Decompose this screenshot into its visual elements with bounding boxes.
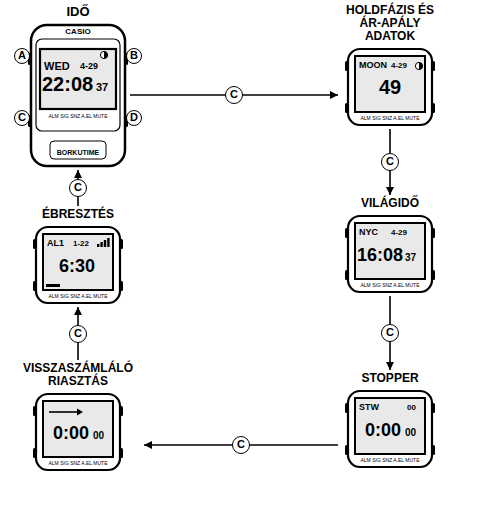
button-letter: C — [14, 110, 30, 126]
display-text: WED — [44, 61, 70, 72]
display-text: 0:00 — [365, 421, 401, 439]
button-label: C — [232, 436, 250, 454]
button-label: C — [69, 325, 87, 343]
mode-heading: IDŐ — [28, 4, 128, 19]
watch-mode: ÉBRESZTÉS AL1 1-22 6:30ALM SIG SNZ A.EL MUT… — [28, 208, 128, 305]
watch-mode: HOLDFÁZIS ÉS ÁR-APÁLY ADATOK MOON 4-29 49AL… — [340, 4, 440, 127]
display-text: 6:30 — [59, 257, 95, 275]
watch-case — [345, 391, 435, 467]
watch-mode: STOPPER STW 00 0:00 00ALM SIG SNZ A.EL MUTE — [340, 372, 440, 469]
display-text: STW — [359, 403, 379, 412]
display-text: ALM SIG SNZ A.EL MUTE — [345, 116, 435, 121]
watch-case — [345, 49, 435, 125]
button-letter: D — [126, 110, 142, 126]
display-text: 37 — [405, 253, 416, 263]
arrowhead — [74, 307, 82, 315]
display-text: ALM SIG SNZ A.EL MUTE — [33, 294, 123, 299]
display-text: 1-22 — [73, 240, 89, 248]
display-text: 16:08 — [357, 246, 403, 264]
display-text: 00 — [405, 428, 416, 438]
watch-case — [33, 394, 123, 470]
display-text: 49 — [345, 77, 435, 97]
watch-face: AL1 1-22 6:30ALM SIG SNZ A.EL MUTE — [33, 225, 123, 305]
arrowhead — [386, 362, 394, 370]
button-label: C — [69, 179, 87, 197]
alarm-bar — [46, 284, 60, 287]
watch-face: NYC 4-29 16:0837ALM SIG SNZ A.EL MUTE — [345, 214, 435, 294]
display-text: 22:08 — [42, 74, 93, 94]
button-label: C — [381, 153, 399, 171]
watch-mode: VISSZASZÁMLÁLÓ RIASZTÁS 0:00 00ALM SIG SNZ… — [14, 362, 142, 472]
arrowhead — [330, 91, 338, 99]
mode-heading: HOLDFÁZIS ÉS ÁR-APÁLY ADATOK — [340, 4, 440, 43]
arrowhead — [386, 187, 394, 195]
display-text: BORKUTIME — [28, 149, 128, 156]
button-letter: B — [126, 48, 142, 64]
display-text: 4-29 — [391, 62, 407, 70]
moon-icon — [100, 51, 107, 58]
button-label: C — [225, 86, 243, 104]
moon-icon — [415, 62, 422, 69]
arrowhead — [74, 170, 82, 178]
display-text: 00 — [93, 431, 104, 441]
display-text: 00 — [407, 404, 416, 412]
display-text: 4-29 — [391, 229, 407, 237]
display-text: MOON — [359, 61, 387, 70]
watch-mode: IDŐ CASIO WED 4-29 22:0837ALM SIG SNZ A.EL M… — [28, 4, 128, 168]
button-label: C — [381, 324, 399, 342]
display-text: ALM SIG SNZ A.EL MUTE — [345, 458, 435, 463]
watch-case — [345, 216, 435, 292]
display-text: 0:00 — [53, 424, 89, 442]
signal-bars — [97, 238, 110, 247]
watch-face: 0:00 00ALM SIG SNZ A.EL MUTE — [33, 392, 123, 472]
countdown-arrow — [49, 409, 83, 416]
display-text: ALM SIG SNZ A.EL MUTE — [33, 461, 123, 466]
watch-case — [33, 227, 123, 303]
watch-face: STW 00 0:00 00ALM SIG SNZ A.EL MUTE — [345, 389, 435, 469]
button-letter: A — [14, 48, 30, 64]
display-text: 37 — [96, 82, 108, 93]
display-text: NYC — [359, 228, 378, 237]
display-text: AL1 — [47, 239, 64, 248]
display-text: CASIO — [28, 28, 128, 36]
watch-drawing — [28, 23, 128, 168]
display-text: ALM SIG SNZ A.EL MUTE — [345, 283, 435, 288]
mode-heading: VISSZASZÁMLÁLÓ RIASZTÁS — [14, 362, 142, 388]
mode-heading: ÉBRESZTÉS — [28, 208, 128, 221]
mode-heading: STOPPER — [340, 372, 440, 385]
watch-face: MOON 4-29 49ALM SIG SNZ A.EL MUTE — [345, 47, 435, 127]
watch-face: CASIO WED 4-29 22:0837ALM SIG SNZ A.EL MUTE… — [28, 23, 128, 168]
mode-heading: VILÁGIDŐ — [340, 197, 440, 210]
arrowhead — [144, 441, 152, 449]
display-text: ALM SIG SNZ A.EL MUTE — [28, 114, 128, 119]
display-text: 4-29 — [80, 62, 98, 71]
watch-mode: VILÁGIDŐ NYC 4-29 16:0837ALM SIG SNZ A.EL M… — [340, 197, 440, 294]
watch-case — [28, 25, 128, 166]
